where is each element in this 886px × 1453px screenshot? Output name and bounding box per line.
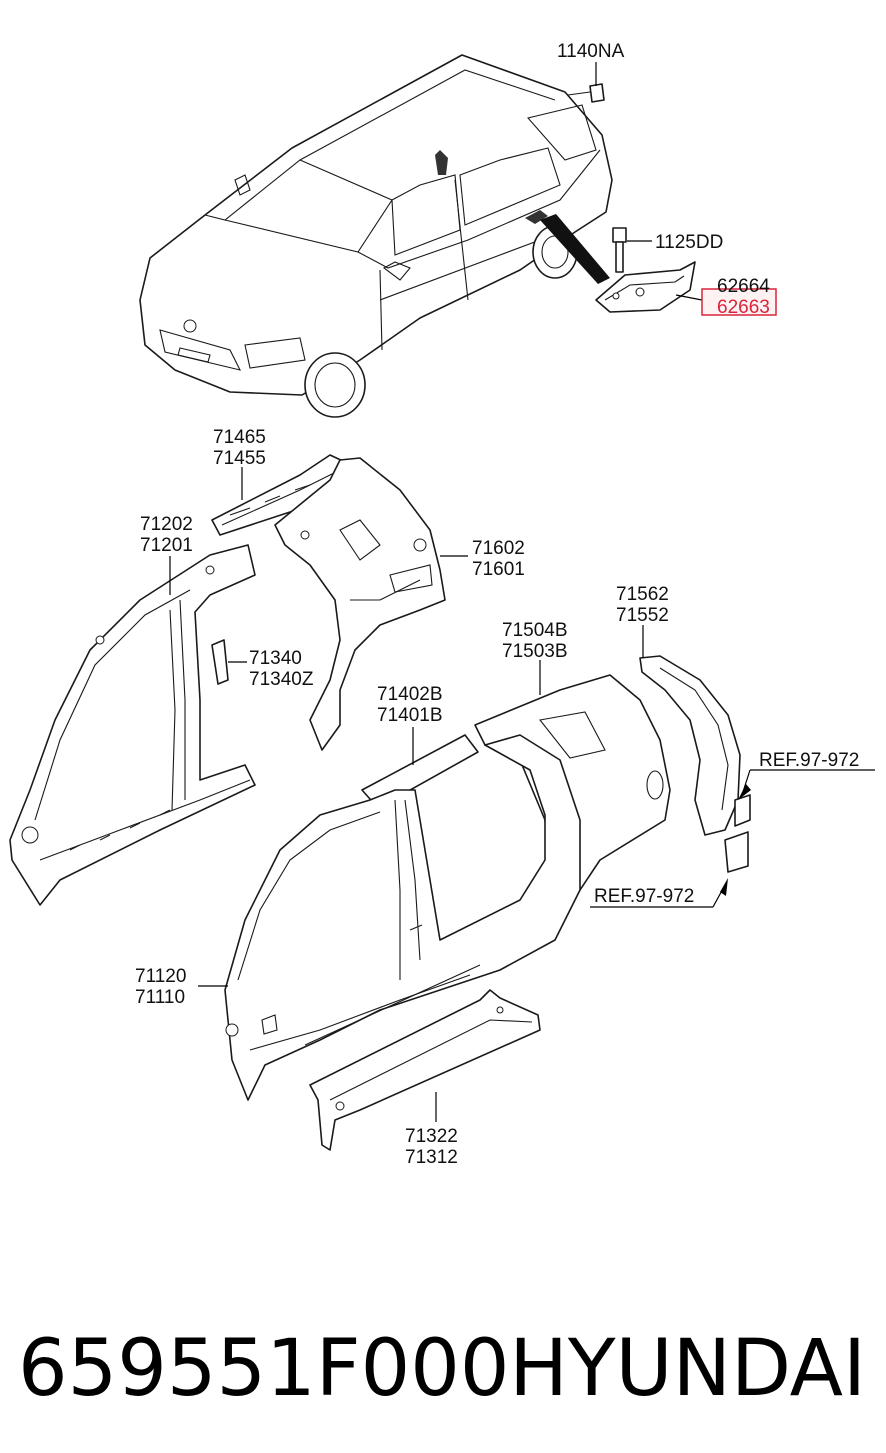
callout-1140na: 1140NA — [557, 41, 625, 62]
callout-ref-upper: REF.97-972 — [759, 750, 859, 771]
callout-71120: 71120 — [135, 966, 186, 987]
callout-arrow — [540, 214, 610, 284]
bolt-1125dd — [612, 227, 627, 273]
callout-71340z: 71340Z — [249, 669, 314, 690]
highlight-box — [701, 288, 777, 316]
part-number: 659551F000 — [18, 1324, 510, 1414]
leader-lines — [169, 62, 875, 1122]
vehicle-illustration — [139, 54, 613, 418]
callout-71465: 71465 — [213, 427, 266, 448]
callout-71552: 71552 — [616, 605, 669, 626]
callout-71322: 71322 — [405, 1126, 458, 1147]
sill-panel — [309, 989, 541, 1151]
bracket-62663 — [595, 261, 696, 313]
bolt-1140na — [567, 83, 605, 103]
callout-labels: 1140NA 1125DD 62664 62663 71465 71455 71… — [135, 41, 859, 1168]
callout-71110: 71110 — [135, 987, 185, 1008]
callout-ref-lower: REF.97-972 — [594, 886, 694, 907]
callout-71312: 71312 — [405, 1147, 458, 1168]
side-outer-panel — [224, 734, 581, 1101]
callout-71340: 71340 — [249, 648, 302, 669]
bracket-71340 — [211, 639, 229, 685]
front-pillar-inner — [9, 544, 256, 906]
callout-71401b: 71401B — [377, 705, 443, 726]
callout-71562: 71562 — [616, 584, 669, 605]
wheel-arch-inner — [639, 655, 751, 873]
callout-71602: 71602 — [472, 538, 525, 559]
callout-1125dd: 1125DD — [655, 232, 723, 253]
callout-71455: 71455 — [213, 448, 266, 469]
quarter-inner-panel — [274, 457, 446, 751]
brand-name: HYUNDAI — [509, 1324, 866, 1414]
callout-62664: 62664 — [717, 276, 770, 297]
callout-62663: 62663 — [717, 297, 770, 318]
callout-71503b: 71503B — [502, 641, 568, 662]
callout-71402b: 71402B — [377, 684, 443, 705]
callout-71201: 71201 — [140, 535, 193, 556]
callout-71504b: 71504B — [502, 620, 568, 641]
callout-71202: 71202 — [140, 514, 193, 535]
callout-71601: 71601 — [472, 559, 525, 580]
footer: 659551F000 HYUNDAI — [18, 1324, 866, 1414]
